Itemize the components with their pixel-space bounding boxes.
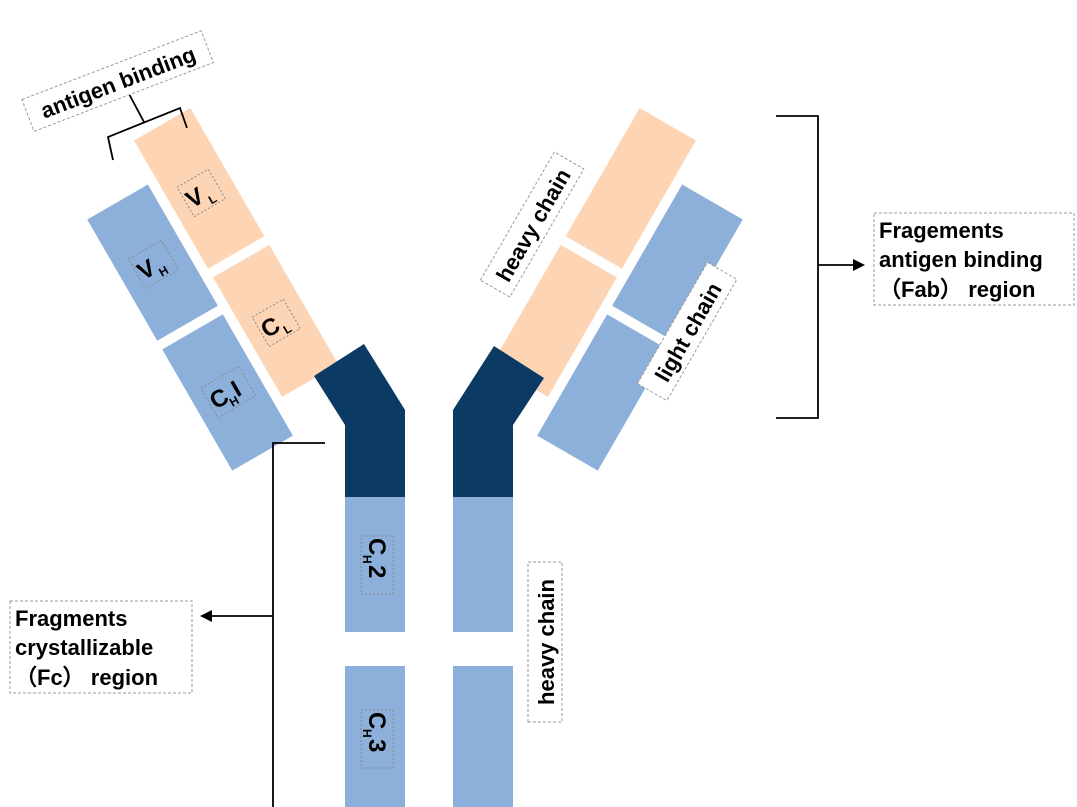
right-vl-domain <box>612 184 743 341</box>
vh-domain <box>87 184 218 341</box>
ch2-domain-right <box>453 497 513 632</box>
fab-region-label: Fragements antigen binding （Fab） region <box>873 212 1075 306</box>
fab-line-1: Fragements <box>879 218 1004 243</box>
left-hinge <box>314 344 405 497</box>
cl-domain <box>213 244 339 397</box>
right-cl-domain <box>537 314 668 471</box>
heavy-chain-lower-text: heavy chain <box>534 579 559 705</box>
ch2-sub: H <box>360 555 374 564</box>
right-vh-domain <box>565 108 696 269</box>
antigen-binding-text: antigen binding <box>37 41 199 123</box>
right-hinge <box>453 346 544 497</box>
fab-arrowhead <box>853 259 865 271</box>
right-ch1-domain <box>491 244 617 397</box>
fab-line-3: （Fab） region <box>879 277 1035 302</box>
ch3-domain-left <box>345 666 405 807</box>
heavy-chain-lower-label: heavy chain <box>527 561 563 723</box>
vl-domain <box>134 108 265 269</box>
ch3-domain-right <box>453 666 513 807</box>
fc-line-3: （Fc） region <box>15 665 158 690</box>
fab-bracket <box>776 115 865 419</box>
ch2-main: C <box>363 538 390 555</box>
fc-bracket <box>200 442 325 807</box>
right-fab-arm <box>491 108 743 471</box>
fc-arrowhead <box>200 610 212 622</box>
ch3-label: C H 3 <box>360 709 394 769</box>
fc-line-1: Fragments <box>15 606 127 631</box>
ch2-suffix: 2 <box>363 565 390 578</box>
ch2-label: C H 2 <box>360 535 394 595</box>
fc-region-label: Fragments crystallizable （Fc） region <box>9 600 193 694</box>
ch3-main: C <box>363 712 390 729</box>
ch1-domain <box>162 314 293 471</box>
left-fab-arm: V L C L V H C H I <box>87 108 339 471</box>
ch2-domain-left <box>345 497 405 632</box>
fc-line-2: crystallizable <box>15 635 153 660</box>
ch3-suffix: 3 <box>363 739 390 752</box>
ch3-sub: H <box>360 729 374 738</box>
fab-line-2: antigen binding <box>879 247 1043 272</box>
